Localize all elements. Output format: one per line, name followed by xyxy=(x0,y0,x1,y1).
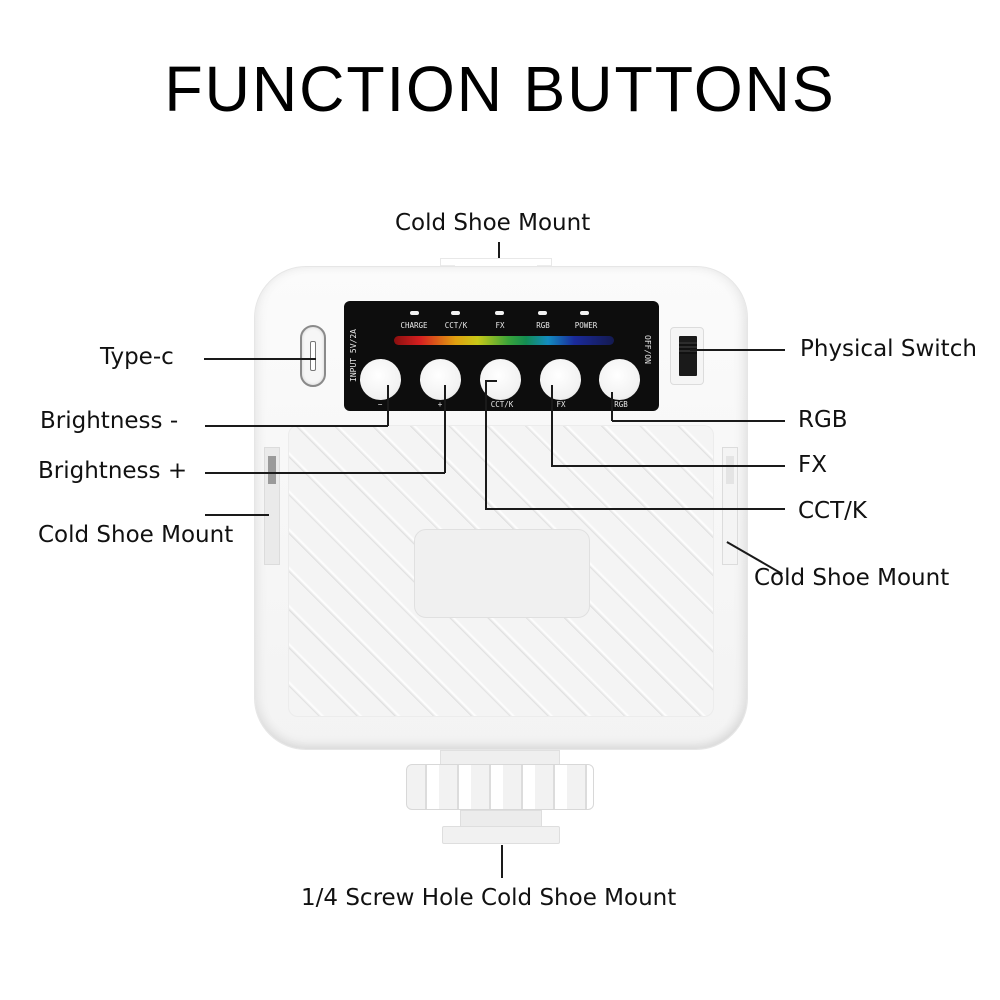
leader-line xyxy=(551,465,785,467)
input-rating-label: INPUT 5V/2A xyxy=(349,329,358,382)
cold-shoe-foot xyxy=(442,826,560,844)
indicator-label: FX xyxy=(495,321,505,330)
indicator-led-charge xyxy=(410,311,419,315)
usb-c-port[interactable] xyxy=(300,325,326,387)
callout-right-cold-shoe: Cold Shoe Mount xyxy=(754,565,950,591)
leader-line xyxy=(387,385,389,426)
control-panel: INPUT 5V/2A OFF/ON CHARGE CCT/K FX RGB P… xyxy=(344,301,659,411)
color-spectrum-bar xyxy=(394,336,614,345)
brightness-plus-button[interactable] xyxy=(420,359,461,400)
callout-left-cold-shoe: Cold Shoe Mount xyxy=(38,522,234,548)
callout-top-cold-shoe: Cold Shoe Mount xyxy=(395,210,591,236)
label-plate xyxy=(414,529,590,618)
leader-line xyxy=(690,349,785,351)
button-label: − xyxy=(377,400,383,409)
right-cold-shoe-slot xyxy=(722,447,738,565)
brightness-minus-button[interactable] xyxy=(360,359,401,400)
mount-locking-ring[interactable] xyxy=(406,764,594,810)
indicator-led-power xyxy=(580,311,589,315)
callout-fx: FX xyxy=(798,452,827,478)
switch-knob-icon xyxy=(679,336,697,376)
leader-line xyxy=(551,385,553,466)
callout-brightness-plus: Brightness + xyxy=(38,458,188,484)
fx-button[interactable] xyxy=(540,359,581,400)
usb-c-slot-icon xyxy=(310,341,316,371)
leader-line xyxy=(205,425,388,427)
leader-line xyxy=(485,380,497,382)
callout-rgb: RGB xyxy=(798,407,848,433)
leader-line xyxy=(485,508,785,510)
leader-line xyxy=(204,358,316,360)
rgb-button[interactable] xyxy=(599,359,640,400)
indicator-led-fx xyxy=(495,311,504,315)
button-label: + xyxy=(437,400,443,409)
page-title: FUNCTION BUTTONS xyxy=(164,53,836,125)
left-cold-shoe-slot xyxy=(264,447,280,565)
indicator-led-cct xyxy=(451,311,460,315)
callout-cct-k: CCT/K xyxy=(798,498,867,524)
callout-bottom-mount: 1/4 Screw Hole Cold Shoe Mount xyxy=(301,885,677,911)
indicator-label: RGB xyxy=(536,321,550,330)
off-on-label: OFF/ON xyxy=(643,335,652,364)
leader-line xyxy=(501,845,503,878)
button-label: FX xyxy=(556,400,566,409)
leader-line xyxy=(444,385,446,473)
callout-brightness-minus: Brightness - xyxy=(40,408,179,434)
leader-line xyxy=(612,420,785,422)
leader-line xyxy=(205,472,445,474)
button-label: RGB xyxy=(614,400,628,409)
button-label: CCT/K xyxy=(490,400,514,409)
callout-physical-switch: Physical Switch xyxy=(800,336,977,362)
indicator-led-rgb xyxy=(538,311,547,315)
leader-line xyxy=(205,514,269,516)
cct-k-button[interactable] xyxy=(480,359,521,400)
indicator-label: CCT/K xyxy=(444,321,468,330)
indicator-label: CHARGE xyxy=(400,321,428,330)
indicator-label: POWER xyxy=(574,321,598,330)
physical-switch[interactable] xyxy=(670,327,704,385)
callout-type-c: Type-c xyxy=(100,344,174,370)
leader-line xyxy=(485,380,487,509)
leader-line xyxy=(611,392,613,421)
